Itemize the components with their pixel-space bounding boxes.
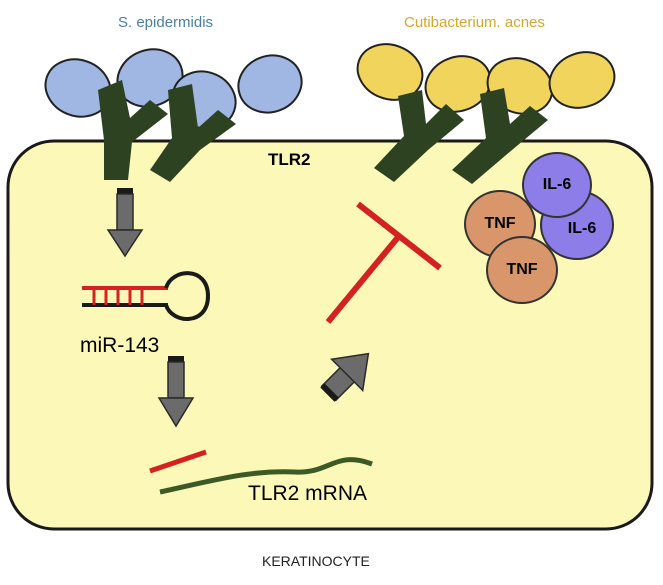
c-acnes-receptor-2 (452, 51, 616, 184)
c-acnes-label: Cutibacterium. acnes (404, 14, 545, 31)
c-acnes-receptor-1 (356, 43, 492, 182)
il6-molecule: IL-6 (522, 152, 592, 218)
tlr2-label: TLR2 (268, 150, 311, 169)
s-epidermidis-label: S. epidermidis (118, 14, 214, 31)
c-acnes-cell (548, 51, 616, 109)
tlr2-mrna-strand (149, 449, 373, 495)
arrow-down-2 (157, 356, 195, 428)
c-acnes-cell (356, 43, 424, 101)
mir-143-label: miR-143 (80, 334, 160, 357)
arrow-up-right (320, 352, 370, 402)
tlr2-mrna-label: TLR2 mRNA (248, 482, 368, 505)
inhibition-symbol (325, 201, 442, 324)
tnf-label: TNF (484, 215, 516, 232)
tlr2-receptor-shape (374, 90, 464, 182)
keratinocyte-label: KERATINOCYTE (262, 553, 370, 569)
il6-label: IL-6 (542, 176, 572, 193)
tlr2-receptor-shape (452, 88, 548, 184)
tlr2-receptor-shape (150, 84, 236, 182)
tnf-label: TNF (506, 261, 538, 278)
tnf-molecule: TNF (486, 236, 558, 304)
s-epidermidis-receptor-2 (150, 54, 303, 182)
mir-143-hairpin (82, 271, 211, 321)
arrow-down-1 (106, 188, 144, 258)
s-epidermidis-receptor-1 (44, 48, 184, 180)
tlr2-receptor-shape (98, 80, 168, 180)
s-epidermidis-cell (237, 54, 303, 114)
il6-label: IL-6 (567, 220, 597, 237)
